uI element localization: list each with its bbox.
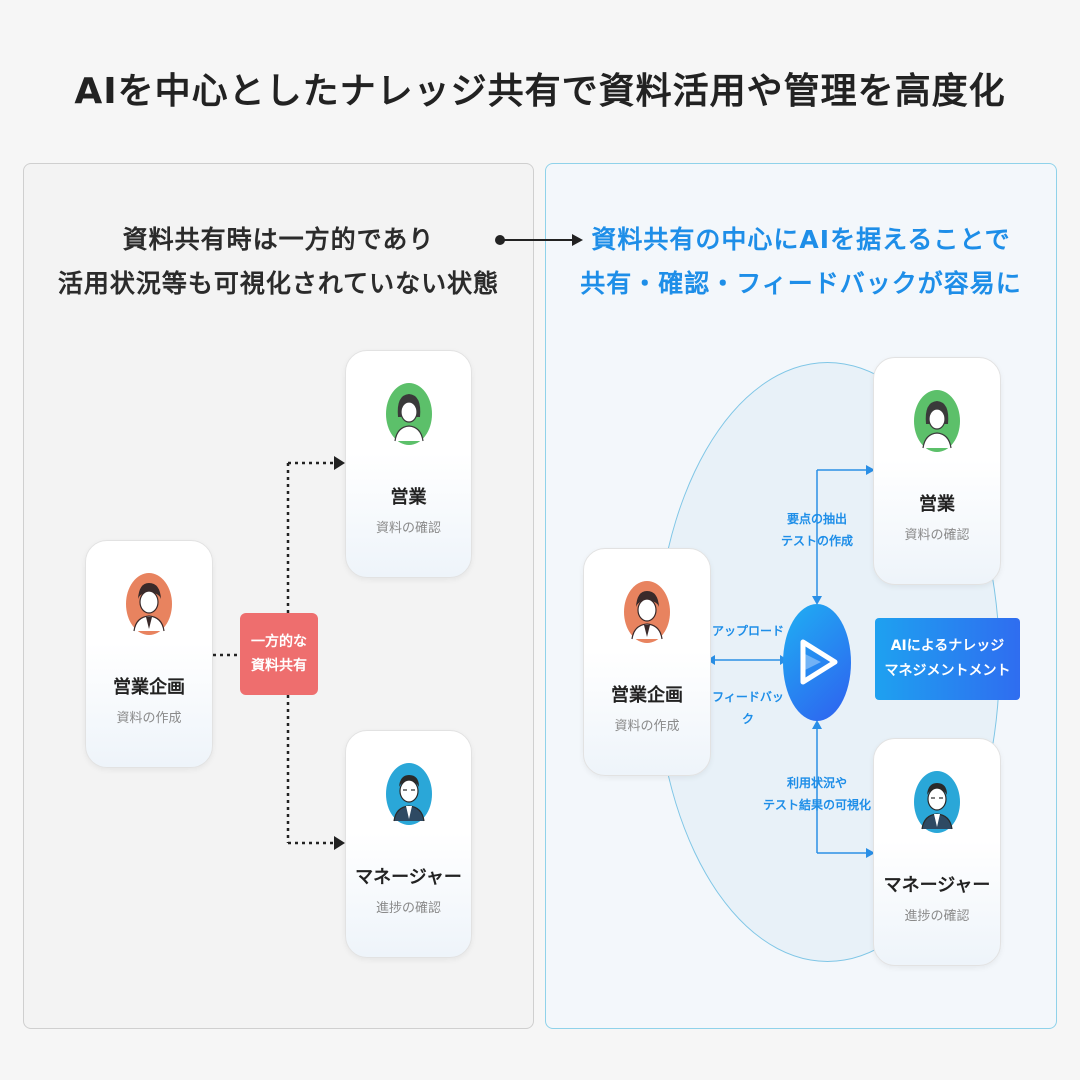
man-avatar-icon [624, 581, 670, 643]
card-name: 営業 [390, 487, 427, 508]
left-card-planner: 営業企画 資料の作成 [85, 540, 213, 768]
card-subtitle: 資料の確認 [375, 521, 441, 536]
extract-label: 要点の抽出 テストの作成 [768, 508, 866, 552]
card-name: 営業企画 [113, 677, 185, 698]
right-heading-line2: 共有・確認・フィードバックが容易に [580, 269, 1022, 298]
right-heading-line1: 資料共有の中心にAIを据えることで [591, 225, 1011, 254]
card-name: マネージャー [883, 875, 991, 896]
right-heading: 資料共有の中心にAIを据えることで 共有・確認・フィードバックが容易に [545, 218, 1057, 306]
badge-line2: 資料共有 [251, 658, 307, 674]
visualize-label: 利用状況や テスト結果の可視化 [756, 772, 878, 816]
man-avatar-icon [126, 573, 172, 635]
left-card-manager: マネージャー 進捗の確認 [345, 730, 472, 958]
right-card-planner: 営業企画 資料の作成 [583, 548, 711, 776]
older-man-avatar-icon [385, 763, 432, 825]
extract-label-line2: テストの作成 [780, 534, 853, 548]
extract-label-line1: 要点の抽出 [786, 512, 847, 526]
card-name: マネージャー [355, 867, 462, 888]
ai-knowledge-management-label: AIによるナレッジ マネジメントメント [875, 618, 1020, 700]
card-subtitle: 資料の確認 [904, 528, 970, 543]
card-subtitle: 進捗の確認 [375, 901, 441, 916]
card-subtitle: 資料の作成 [614, 719, 680, 734]
card-name: 営業 [919, 494, 955, 515]
arrowhead-icon [334, 836, 345, 850]
arrowhead-icon [812, 596, 822, 605]
arrowhead-icon [334, 456, 345, 470]
transition-arrow-icon [495, 234, 583, 246]
visualize-label-line1: 利用状況や [786, 776, 847, 790]
left-heading: 資料共有時は一方的であり 活用状況等も可視化されていない状態 [23, 218, 534, 306]
card-name: 営業企画 [611, 685, 683, 706]
arrowhead-icon [866, 465, 875, 475]
right-card-sales: 営業 資料の確認 [873, 357, 1001, 585]
one-way-sharing-badge: 一方的な 資料共有 [240, 613, 318, 695]
feedback-label: フィードバック [712, 690, 784, 726]
woman-avatar-icon [914, 390, 960, 452]
ai-logo-icon [783, 604, 851, 721]
left-heading-line2: 活用状況等も可視化されていない状態 [57, 269, 500, 298]
card-subtitle: 進捗の確認 [904, 909, 970, 924]
woman-avatar-icon [385, 383, 432, 445]
arrowhead-icon [866, 848, 875, 858]
ai-label-line2: マネジメントメント [884, 663, 1011, 679]
upload-label: アップロード [711, 624, 784, 638]
older-man-avatar-icon [914, 771, 960, 833]
visualize-label-line2: テスト結果の可視化 [762, 798, 871, 812]
card-subtitle: 資料の作成 [116, 711, 182, 726]
ai-label-line1: AIによるナレッジ [890, 638, 1005, 654]
arrowhead-icon [707, 655, 715, 665]
left-card-sales: 営業 資料の確認 [345, 350, 472, 578]
left-heading-line1: 資料共有時は一方的であり [122, 225, 435, 254]
badge-line1: 一方的な [251, 634, 307, 650]
right-card-manager: マネージャー 進捗の確認 [873, 738, 1001, 966]
arrowhead-icon [812, 720, 822, 729]
page-title: AIを中心としたナレッジ共有で資料活用や管理を高度化 [74, 71, 1006, 112]
